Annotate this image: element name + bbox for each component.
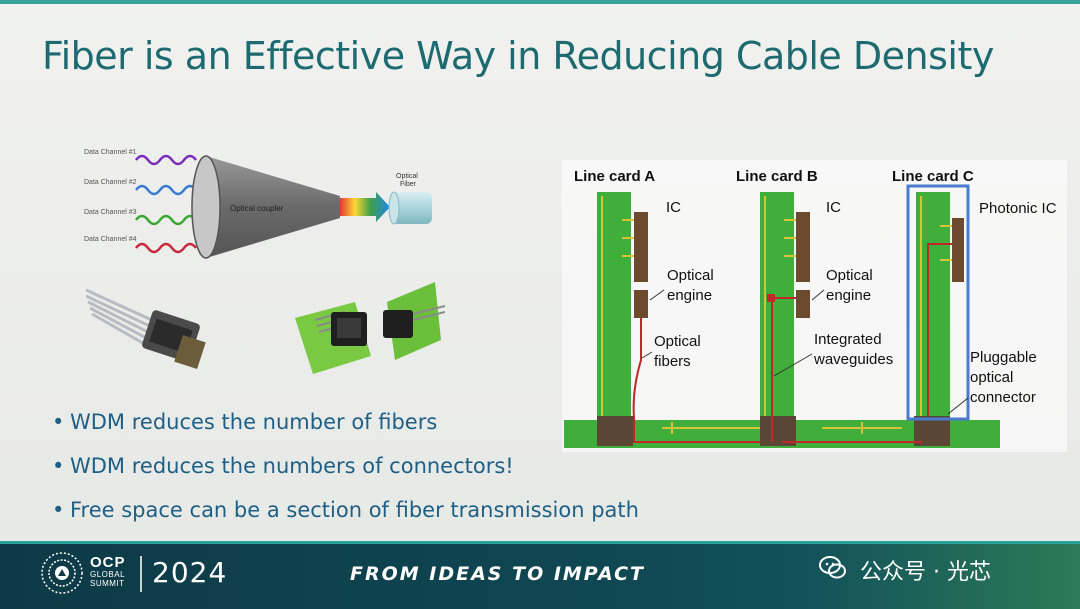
ic-chip-a <box>634 212 648 282</box>
optical-engine-b <box>796 290 810 318</box>
photonic-ic-label: Photonic IC <box>979 200 1057 217</box>
optical-engine-a-label-1: Optical <box>667 267 714 284</box>
fiber-cable-connector-image <box>86 282 216 377</box>
channel-3-wave <box>136 216 196 224</box>
channel-4: Data Channel #4 <box>84 236 196 252</box>
channel-4-label: Data Channel #4 <box>84 236 137 243</box>
ic-chip-b <box>796 212 810 282</box>
integrated-waveguides-label-2: waveguides <box>813 351 893 368</box>
ic-b-label: IC <box>826 199 841 216</box>
slide-title: Fiber is an Effective Way in Reducing Ca… <box>42 34 994 78</box>
line-card-c-label: Line card C <box>892 168 974 185</box>
bullet-dot-icon: • <box>52 405 70 439</box>
bullet-dot-icon: • <box>52 449 70 483</box>
line-card-a-label: Line card A <box>574 168 655 185</box>
footer-tagline: FROM IDEAS TO IMPACT <box>350 563 645 585</box>
channel-1-label: Data Channel #1 <box>84 149 137 156</box>
ocp-wordmark: OCP GLOBAL SUMMIT <box>90 555 126 588</box>
footer-accent-strip <box>0 541 1080 544</box>
channel-1-wave <box>136 156 196 164</box>
pluggable-label-2: optical <box>970 369 1013 386</box>
optical-fibers-label-1: Optical <box>654 333 701 350</box>
bullet-text: Free space can be a section of fiber tra… <box>70 498 639 522</box>
optical-engine-b-label-1: Optical <box>826 267 873 284</box>
ocp-logo-icon <box>40 551 84 595</box>
optical-engine-a-label-2: engine <box>667 287 712 304</box>
optical-engine-b-label-2: engine <box>826 287 871 304</box>
ocp-main-text: OCP <box>90 555 126 570</box>
optical-fibers-label-2: fibers <box>654 353 691 370</box>
bullet-text: WDM reduces the numbers of connectors! <box>70 454 514 478</box>
wdm-diagram: Data Channel #1 Data Channel #2 Data Cha… <box>78 138 438 273</box>
bullet-item: •Free space can be a section of fiber tr… <box>52 493 639 537</box>
bullet-item: •WDM reduces the numbers of connectors! <box>52 449 639 493</box>
rainbow-beam <box>340 192 390 222</box>
ic-a-label: IC <box>666 199 681 216</box>
optical-fiber-label-2: Fiber <box>400 181 417 188</box>
photonic-ic-chip <box>952 218 964 282</box>
channel-1: Data Channel #1 <box>84 149 196 164</box>
optical-engine-a <box>634 290 648 318</box>
ocp-sub-text-1: GLOBAL <box>90 570 126 579</box>
event-year: 2024 <box>152 556 227 589</box>
bullet-dot-icon: • <box>52 493 70 527</box>
channel-3-label: Data Channel #3 <box>84 209 137 216</box>
channel-2: Data Channel #2 <box>84 179 196 194</box>
channel-2-label: Data Channel #2 <box>84 179 137 186</box>
integrated-waveguides-label-1: Integrated <box>814 331 882 348</box>
bullet-item: •WDM reduces the number of fibers <box>52 405 639 449</box>
bullet-list: •WDM reduces the number of fibers •WDM r… <box>52 405 639 537</box>
channel-2-wave <box>136 186 196 194</box>
optical-fiber-label-1: Optical <box>396 173 418 180</box>
footer-banner: OCP GLOBAL SUMMIT 2024 FROM IDEAS TO IMP… <box>0 541 1080 609</box>
board-connector-image <box>295 282 445 377</box>
footer-divider <box>140 556 142 592</box>
pluggable-label-3: connector <box>970 389 1036 406</box>
slide-canvas: Fiber is an Effective Way in Reducing Ca… <box>0 0 1080 541</box>
ocp-sub-text-2: SUMMIT <box>90 579 126 588</box>
optical-coupler-mouth <box>192 156 220 258</box>
optical-coupler-label: Optical coupler <box>230 204 284 213</box>
bullet-text: WDM reduces the number of fibers <box>70 410 437 434</box>
pluggable-label-1: Pluggable <box>970 349 1037 366</box>
wechat-watermark: 公众号 · 光芯 <box>820 554 991 586</box>
top-accent-line <box>0 0 1080 4</box>
channel-4-wave <box>136 244 196 252</box>
watermark-text: 公众号 · 光芯 <box>860 560 991 585</box>
wechat-icon <box>818 554 848 582</box>
line-card-b-label: Line card B <box>736 168 818 185</box>
channel-3: Data Channel #3 <box>84 209 196 224</box>
